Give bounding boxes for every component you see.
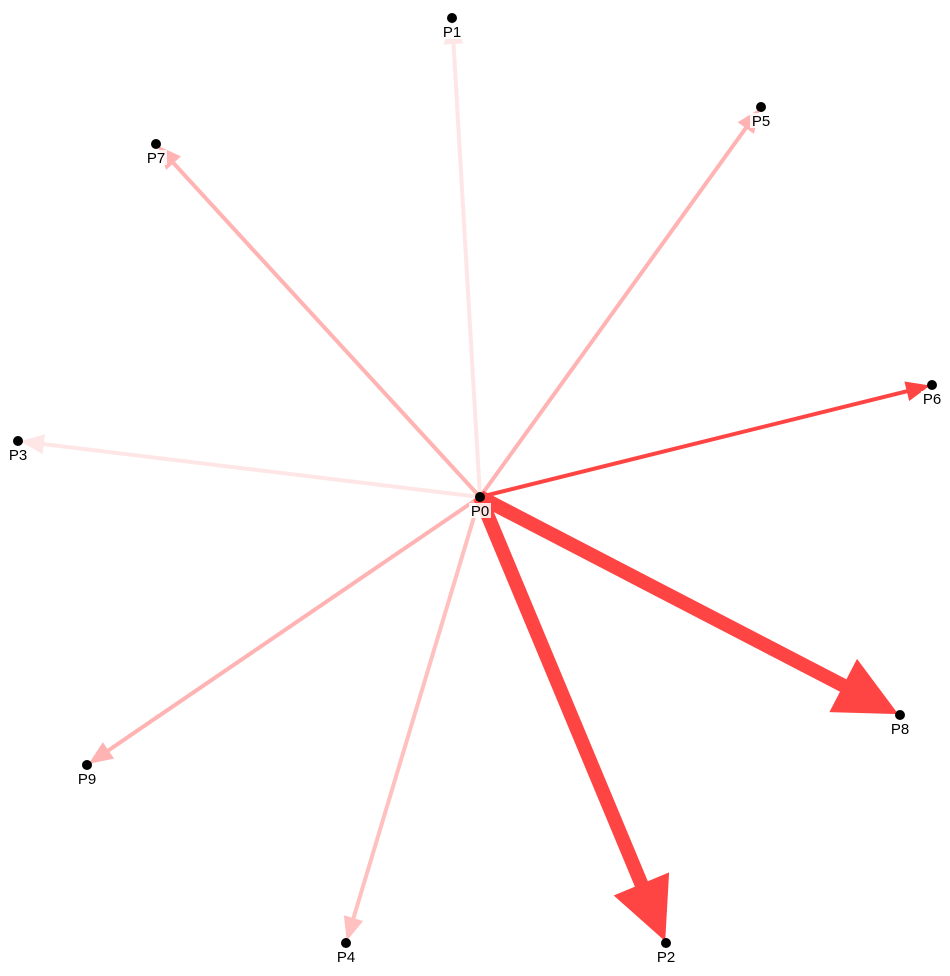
node-label-background [76,771,98,786]
edge-line [350,496,482,921]
edge-line [41,441,481,499]
node-label: P0 [471,503,489,520]
arrowhead-icon [343,915,364,942]
arrowhead-icon [613,872,670,942]
node-label: P2 [657,949,675,966]
node-p8[interactable]: P8 [889,710,911,738]
node-label-background [921,391,943,406]
edge-line [476,490,849,693]
node-dot-icon[interactable] [661,938,671,948]
node-label: P1 [443,24,461,41]
node-p2[interactable]: P2 [655,938,677,966]
node-label: P4 [337,949,355,966]
node-dot-icon[interactable] [447,13,457,23]
edge-p0-p3 [20,434,481,499]
edge-p0-p6 [479,381,931,499]
edge-line [473,494,649,889]
node-dot-icon[interactable] [895,710,905,720]
arrowhead-icon [20,434,45,455]
node-label: P3 [9,447,27,464]
edge-line [105,495,482,754]
node-label: P9 [78,771,96,788]
node-p7[interactable]: P7 [145,139,167,167]
arrowhead-icon [829,658,899,715]
edge-p0-p4 [343,496,482,942]
node-p5[interactable]: P5 [750,102,772,130]
node-label-background [889,721,911,736]
node-dot-icon[interactable] [475,492,485,502]
arrowhead-icon [88,742,115,764]
node-p9[interactable]: P9 [76,760,98,788]
edge-line [451,41,482,498]
edge-p0-p1 [443,20,482,498]
edge-p0-p2 [473,494,670,942]
node-dot-icon[interactable] [756,102,766,112]
edges-layer [20,20,931,942]
node-dot-icon[interactable] [151,139,161,149]
node-p0[interactable]: P0 [469,492,491,520]
edge-p0-p8 [476,490,899,715]
edge-p0-p7 [157,145,482,499]
node-p6[interactable]: P6 [921,380,943,408]
node-label: P5 [752,113,770,130]
node-dot-icon[interactable] [341,938,351,948]
node-label-background [7,447,29,462]
node-p4[interactable]: P4 [335,938,357,966]
node-label-background [469,503,491,518]
node-label-background [335,949,357,964]
arrowhead-icon [904,381,931,401]
node-label-background [655,949,677,964]
node-label-background [145,150,167,165]
node-label-background [750,113,772,128]
node-dot-icon[interactable] [13,436,23,446]
node-p3[interactable]: P3 [7,436,29,464]
node-label: P6 [923,391,941,408]
node-dot-icon[interactable] [82,760,92,770]
edge-line [170,160,482,499]
node-dot-icon[interactable] [927,380,937,390]
edge-line [479,388,910,499]
node-label-background [441,24,463,39]
edge-line [478,125,749,499]
node-label: P7 [147,150,165,167]
edge-p0-p9 [88,495,482,764]
node-p1[interactable]: P1 [441,13,463,41]
node-label: P8 [891,721,909,738]
